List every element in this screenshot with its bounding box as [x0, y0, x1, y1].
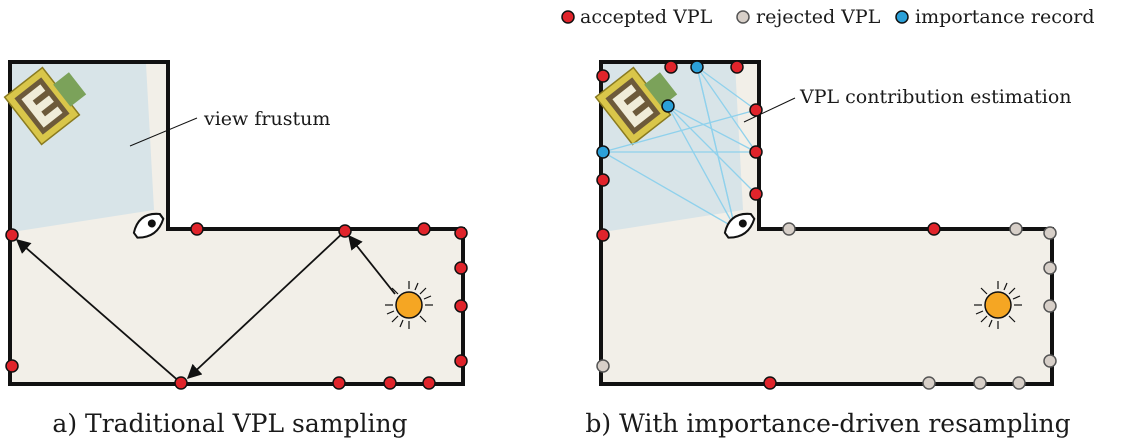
sun-icon — [974, 281, 1022, 329]
accepted-vpl — [417, 222, 431, 236]
light-paths — [15, 230, 396, 384]
view-frustum-label: view frustum — [203, 108, 330, 130]
accepted-vpl — [332, 376, 346, 390]
accepted-vpl — [454, 299, 468, 313]
annotation-leader — [129, 117, 198, 147]
vpl-markers — [5, 222, 468, 390]
accepted-vpl — [763, 376, 777, 390]
rejected-vpl — [1043, 299, 1057, 313]
rejected-vpl — [1043, 354, 1057, 368]
legend-accepted-marker — [561, 10, 575, 24]
legend: accepted VPL rejected VPL importance rec… — [561, 6, 1095, 28]
vpl-markers-importance — [596, 60, 704, 159]
legend-rejected-label: rejected VPL — [756, 6, 881, 28]
rejected-vpl — [1009, 222, 1023, 236]
light-path — [348, 234, 396, 295]
painting-icon — [594, 66, 678, 146]
rejected-vpl — [922, 376, 936, 390]
accepted-vpl — [422, 376, 436, 390]
accepted-vpl — [5, 359, 19, 373]
rejected-vpl — [1012, 376, 1026, 390]
accepted-vpl — [454, 354, 468, 368]
accepted-vpl — [730, 60, 744, 74]
accepted-vpl — [383, 376, 397, 390]
painting-icon — [3, 66, 87, 146]
caption-a: a) Traditional VPL sampling — [52, 409, 407, 438]
caption-b: b) With importance-driven resampling — [585, 409, 1070, 438]
annotation-leader — [743, 97, 796, 123]
sun-icon — [385, 281, 433, 329]
contribution-rays — [602, 66, 757, 229]
accepted-vpl — [749, 103, 763, 117]
legend-accepted-label: accepted VPL — [580, 6, 713, 28]
light-path — [15, 239, 182, 384]
legend-importance-label: importance record — [915, 6, 1095, 28]
rejected-vpl — [596, 359, 610, 373]
rejected-vpl — [1043, 261, 1057, 275]
legend-rejected-marker — [736, 10, 750, 24]
rejected-vpl — [973, 376, 987, 390]
accepted-vpl — [454, 261, 468, 275]
accepted-vpl — [664, 60, 678, 74]
accepted-vpl — [596, 173, 610, 187]
panel-a: view frustum — [3, 60, 468, 438]
accepted-vpl — [927, 222, 941, 236]
vpl-markers-rejected — [596, 222, 1057, 390]
light-path — [186, 230, 346, 379]
accepted-vpl — [5, 228, 19, 242]
importance-record — [661, 99, 675, 113]
rejected-vpl — [782, 222, 796, 236]
eye-icon — [132, 212, 165, 239]
accepted-vpl — [596, 228, 610, 242]
accepted-vpl — [749, 145, 763, 159]
panel-b: VPL contribution estimation — [585, 60, 1072, 438]
contribution-label: VPL contribution estimation — [799, 86, 1072, 108]
accepted-vpl — [338, 224, 352, 238]
accepted-vpl — [749, 187, 763, 201]
rejected-vpl — [1043, 226, 1057, 240]
eye-icon — [723, 212, 756, 239]
accepted-vpl — [174, 376, 188, 390]
accepted-vpl — [596, 69, 610, 83]
accepted-vpl — [190, 222, 204, 236]
importance-record — [690, 60, 704, 74]
vpl-markers-accepted — [596, 60, 941, 390]
legend-importance-marker — [895, 10, 909, 24]
accepted-vpl — [454, 226, 468, 240]
importance-record — [596, 145, 610, 159]
